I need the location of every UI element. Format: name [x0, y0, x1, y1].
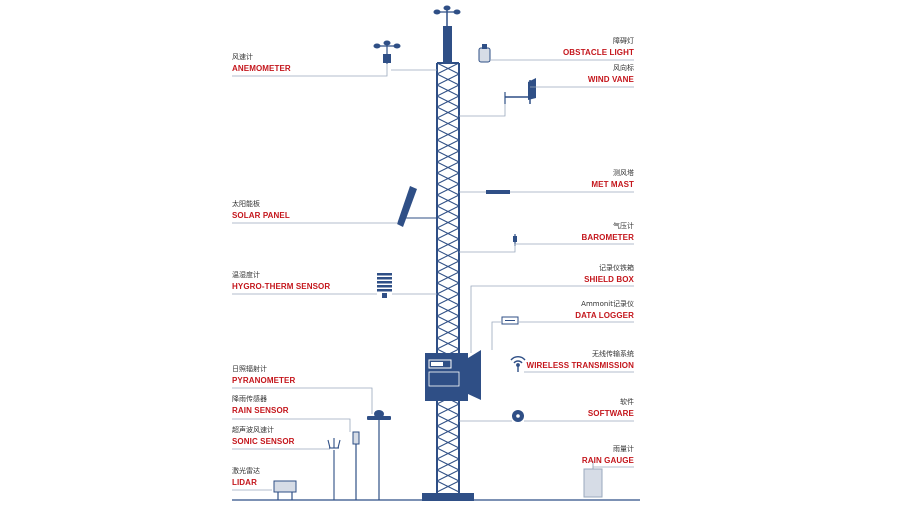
software-en-label: SOFTWARE [587, 409, 634, 418]
software-cn-label: 软件 [620, 398, 634, 406]
lattice-brace [436, 95, 460, 108]
lattice-brace [436, 139, 460, 152]
rain-sensor-icon [352, 431, 360, 500]
sonic-anemometer-icon [327, 438, 341, 500]
wind-vane-icon [504, 78, 536, 104]
lattice-brace [436, 150, 460, 163]
met-mast-en-label: MET MAST [591, 180, 634, 189]
shield-box-en-label: SHIELD BOX [584, 275, 634, 284]
sonic-sensor-cn-label: 超声波风速计 [232, 426, 274, 434]
lidar-cn-label: 激光雷达 [232, 467, 260, 475]
lattice-brace [436, 282, 460, 295]
shield-box-icon [425, 350, 481, 401]
rain-gauge-cn-label: 雨量计 [613, 445, 634, 453]
lattice-brace [436, 128, 460, 141]
lattice-brace [436, 172, 460, 185]
obstacle-light-en-label: OBSTACLE LIGHT [562, 48, 634, 57]
lattice-brace [436, 183, 460, 196]
rain-sensor-en-label: RAIN SENSOR [232, 406, 289, 415]
lattice-brace [436, 216, 460, 229]
sonic-sensor-en-label: SONIC SENSOR [232, 437, 295, 446]
rain-sensor-cn-label: 降雨传感器 [232, 395, 267, 403]
lattice-brace [436, 106, 460, 119]
lattice-brace [436, 304, 460, 317]
lattice-brace [436, 447, 460, 460]
lattice-brace [436, 469, 460, 482]
lattice-brace [436, 436, 460, 449]
top-anemometer-icon [433, 5, 461, 63]
data-logger-icon [501, 316, 519, 325]
data-logger-cn-label: Ammonit记录仪 [581, 300, 634, 308]
lattice-brace [436, 84, 460, 97]
lattice-brace [436, 161, 460, 174]
pyranometer-icon [367, 410, 391, 500]
lattice-tower [436, 62, 460, 493]
wind-vane-en-label: WIND VANE [587, 75, 634, 84]
lattice-brace [436, 73, 460, 86]
lattice-brace [436, 293, 460, 306]
wireless-en-label: WIRELESS TRANSMISSION [526, 361, 634, 370]
rain-gauge-icon [583, 461, 603, 498]
rain-gauge-en-label: RAIN GAUGE [581, 456, 634, 465]
lattice-brace [436, 117, 460, 130]
software-disc-icon [512, 410, 524, 422]
lattice-brace [436, 315, 460, 328]
lattice-brace [436, 271, 460, 284]
lattice-brace [436, 249, 460, 262]
tower-base [422, 493, 474, 501]
data-logger-en-label: DATA LOGGER [575, 311, 634, 320]
anemometer-en-label: ANEMOMETER [232, 64, 291, 73]
lattice-brace [436, 205, 460, 218]
obstacle-light-icon [478, 44, 491, 63]
lattice-brace [436, 414, 460, 427]
barometer-cn-label: 气压计 [613, 222, 634, 230]
lattice-brace [436, 458, 460, 471]
wireless-signal-icon [510, 356, 526, 372]
lattice-brace [436, 62, 460, 75]
lattice-brace [436, 260, 460, 273]
boom-arm-icon [486, 190, 510, 194]
solar-panel-en-label: SOLAR PANEL [232, 211, 290, 220]
lattice-brace [436, 403, 460, 416]
hygro-therm-cn-label: 温湿度计 [232, 271, 260, 279]
wind-vane-cn-label: 风向标 [613, 64, 634, 72]
barometer-en-label: BAROMETER [581, 233, 634, 242]
radiation-shield-icon [377, 273, 392, 298]
lattice-brace [436, 238, 460, 251]
lattice-brace [436, 227, 460, 240]
anemometer-cn-label: 风速计 [232, 53, 253, 61]
pyranometer-en-label: PYRANOMETER [232, 376, 296, 385]
lattice-brace [436, 337, 460, 350]
obstacle-light-cn-label: 障碍灯 [613, 37, 634, 45]
shield-box-cn-label: 记录仪铁箱 [599, 264, 634, 272]
solar-panel-icon [397, 186, 437, 227]
leader-lines [232, 59, 634, 491]
solar-panel-cn-label: 太阳能板 [232, 200, 260, 208]
lattice-brace [436, 425, 460, 438]
lidar-en-label: LIDAR [232, 478, 257, 487]
cup-anemometer-icon [373, 40, 401, 64]
lattice-brace [436, 326, 460, 339]
wireless-cn-label: 无线传输系统 [592, 350, 634, 358]
lattice-brace [436, 480, 460, 493]
lidar-icon [273, 480, 297, 500]
lattice-brace [436, 194, 460, 207]
met-mast-cn-label: 测风塔 [613, 169, 634, 177]
pyranometer-cn-label: 日照辐射计 [232, 365, 267, 373]
hygro-therm-en-label: HYGRO-THERM SENSOR [232, 282, 331, 291]
